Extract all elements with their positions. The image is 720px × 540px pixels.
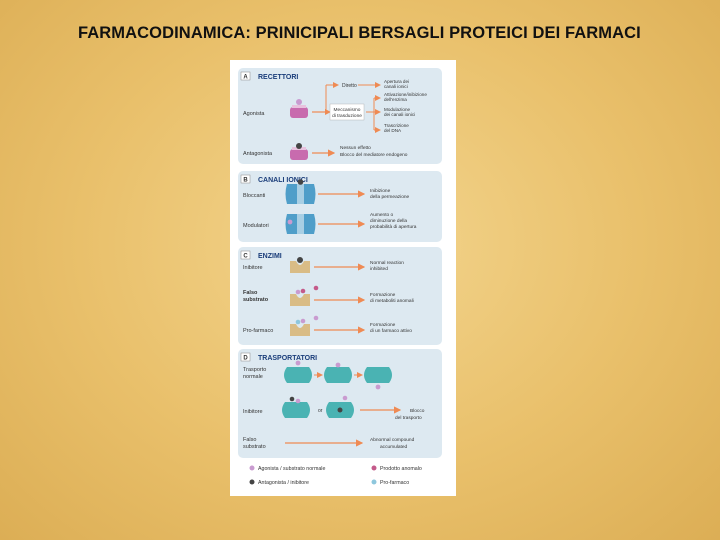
- falso-effect-2: di metaboliti anomali: [370, 298, 414, 304]
- blocco-effect-1: Blocco: [410, 408, 425, 414]
- label-falso-substrato-1: Falso: [243, 290, 258, 296]
- figure-panel: A RECETTORI Agonista Diretto Meccanismo …: [230, 60, 456, 496]
- label-bloccanti: Bloccanti: [243, 193, 265, 199]
- label-pro-farmaco: Pro-farmaco: [243, 328, 273, 334]
- section-letter: D: [243, 356, 248, 362]
- legend: Agonista / substrato normale Prodotto an…: [250, 466, 422, 487]
- label-trasporto-2: normale: [243, 374, 263, 380]
- bloccanti-effect-1: Inibizione: [370, 188, 391, 194]
- label-agonista: Agonista: [243, 111, 265, 117]
- effect-3b: dei canali ionici: [384, 112, 415, 117]
- section-recettori: A RECETTORI Agonista Diretto Meccanismo …: [238, 68, 442, 164]
- inibitore-effect-2: inhibited: [370, 266, 388, 272]
- legend-antagonista: Antagonista / inibitore: [258, 480, 309, 486]
- legend-abnormal-dot: [372, 466, 377, 471]
- label-trasduzione: di trasduzione: [332, 113, 362, 119]
- label-antagonista: Antagonista: [243, 151, 273, 157]
- antagonista-effect-2: Blocco del mediatore endogeno: [340, 152, 408, 158]
- label-falso-substrato-2: substrato: [243, 297, 269, 303]
- label-inibitore: Inibitore: [243, 409, 263, 415]
- section-letter: B: [243, 178, 248, 184]
- legend-antagonist-dot: [250, 480, 255, 485]
- pro-effect-1: Formazione: [370, 322, 396, 328]
- effect-2b: dell'enzima: [384, 97, 407, 102]
- pharmacodynamics-figure: A RECETTORI Agonista Diretto Meccanismo …: [230, 60, 456, 496]
- legend-prodrug-dot: [372, 480, 377, 485]
- label-modulatori: Modulatori: [243, 223, 269, 229]
- slide-title: FARMACODINAMICA: PRINICIPALI BERSAGLI PR…: [78, 24, 641, 43]
- legend-prodotto: Prodotto anomalo: [380, 466, 422, 472]
- modulatori-effect-2: diminuzione della: [370, 218, 407, 224]
- label-trasporto-1: Trasporto: [243, 367, 266, 373]
- label-falso-substrato-1: Falso: [243, 437, 256, 443]
- abnormal-effect-1: Abnormal compound: [370, 437, 415, 443]
- pro-effect-2: di un farmaco attivo: [370, 328, 412, 334]
- section-enzimi: C ENZIMI Inibitore Normal reaction inhib…: [238, 247, 442, 345]
- section-title: TRASPORTATORI: [258, 355, 317, 362]
- label-inibitore: Inibitore: [243, 265, 263, 271]
- section-letter: A: [243, 75, 248, 81]
- falso-effect-1: Formazione: [370, 292, 396, 298]
- blocco-effect-2: del trasporto: [395, 415, 422, 421]
- section-title: RECETTORI: [258, 74, 298, 81]
- legend-profarmaco: Pro-farmaco: [380, 480, 409, 486]
- modulatori-effect-1: Aumento o: [370, 212, 394, 218]
- modulatori-effect-3: probabilità di apertura: [370, 224, 417, 230]
- label-meccanismo: Meccanismo: [334, 107, 361, 113]
- bloccanti-effect-2: della permeazione: [370, 194, 410, 200]
- label-falso-substrato-2: substrato: [243, 444, 266, 450]
- effect-4b: del DNA: [384, 128, 402, 133]
- section-trasportatori: D TRASPORTATORI Trasporto normale Inibit…: [238, 349, 442, 458]
- section-title: ENZIMI: [258, 253, 282, 260]
- section-canali-ionici: B CANALI IONICI Bloccanti Inibizione del…: [238, 171, 442, 242]
- effect-1b: canali ionici: [384, 84, 408, 89]
- legend-agonista: Agonista / substrato normale: [258, 466, 325, 472]
- label-or: or: [318, 408, 323, 414]
- section-letter: C: [243, 254, 248, 260]
- label-diretto: Diretto: [342, 83, 357, 89]
- abnormal-effect-2: accumulated: [380, 444, 408, 450]
- legend-agonist-dot: [250, 466, 255, 471]
- inibitore-effect-1: Normal reaction: [370, 260, 404, 266]
- channel-modulated-shape: [286, 214, 316, 234]
- antagonista-effect-1: Nessun effetto: [340, 145, 371, 151]
